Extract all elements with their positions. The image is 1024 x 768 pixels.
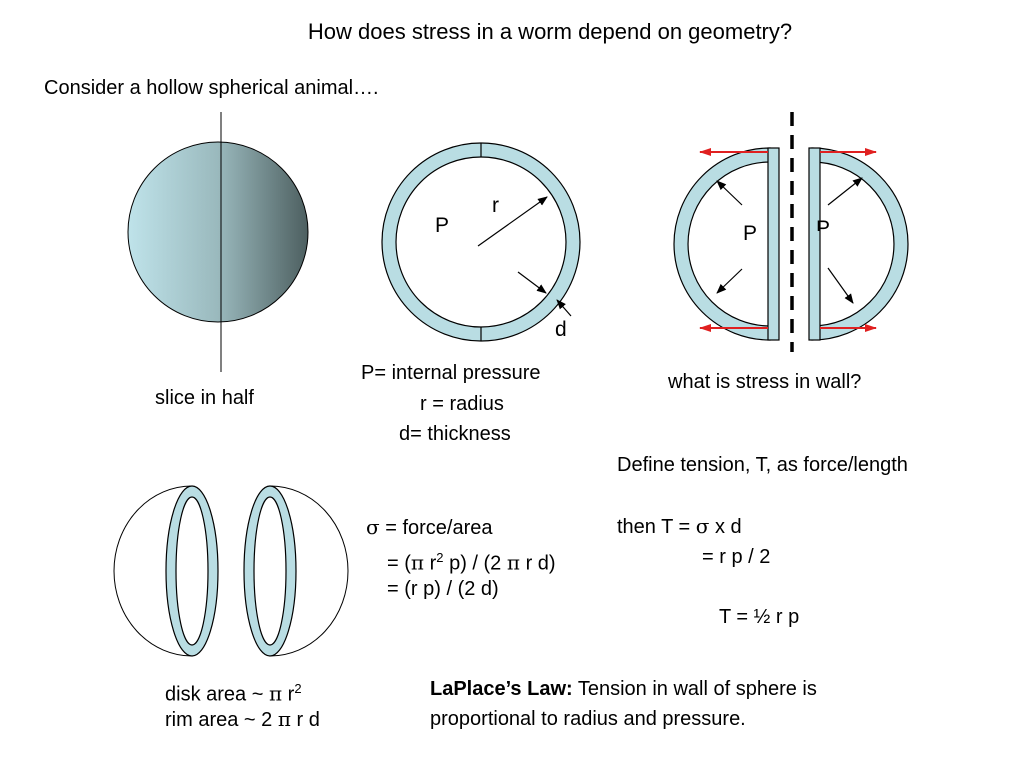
right-half-rim	[808, 147, 821, 341]
pressure-arrow-left-down	[716, 268, 743, 294]
definition-radius: r = radius	[420, 393, 504, 415]
tension-eq-suffix: x d	[709, 516, 742, 538]
thickness-arrow-inner	[517, 271, 547, 294]
left-half-rim	[767, 147, 780, 341]
thickness-arrow-outer	[556, 299, 572, 317]
pressure-arrow-right-down	[827, 267, 854, 304]
left-half-pressure-label: P	[743, 222, 758, 245]
sphere-body	[127, 141, 309, 323]
disk-area-prefix: disk area ~	[165, 683, 269, 706]
laplace-law-text: Tension in wall of sphere is	[572, 678, 817, 700]
laplace-law-line2: proportional to radius and pressure.	[430, 708, 746, 730]
superscript-2: 2	[436, 550, 444, 565]
ring-pressure-label: P	[435, 214, 450, 237]
tension-equation-line1: then T = σ x d	[617, 514, 742, 539]
pi-symbol: π	[410, 550, 425, 575]
rim-area-prefix: rim area ~ 2	[165, 709, 278, 731]
disk-area-text: disk area ~ π r2	[165, 677, 302, 707]
tension-definition: Define tension, T, as force/length	[617, 454, 908, 476]
intro-text: Consider a hollow spherical animal….	[44, 77, 379, 99]
pi-symbol: π	[277, 707, 291, 731]
sphere-caption: slice in half	[155, 387, 254, 409]
stress-equation-line2: = (π r2 p) / (2 π r d)	[387, 546, 556, 576]
sigma-symbol: σ	[366, 515, 380, 539]
solid-sphere	[127, 112, 309, 372]
laplace-law-line1: LaPlace’s Law: Tension in wall of sphere…	[430, 677, 817, 701]
stress-equation-line3: = (r p) / (2 d)	[387, 578, 499, 600]
right-half-shell	[811, 147, 909, 341]
split-halves	[673, 112, 909, 352]
tension-equation-line2: = r p / 2	[702, 546, 771, 568]
stress-eq-text: = force/area	[379, 517, 493, 539]
superscript-2: 2	[294, 681, 302, 696]
pi-symbol: π	[268, 681, 283, 706]
definition-pressure: P= internal pressure	[361, 362, 541, 384]
halves-caption: what is stress in wall?	[668, 371, 862, 393]
disk-halves	[113, 485, 349, 657]
stress-eq-part: r	[424, 552, 437, 575]
sigma-symbol: σ	[695, 514, 710, 538]
stress-eq-part: p) / (2	[443, 552, 507, 575]
pressure-arrow-left-up	[716, 180, 743, 206]
right-half-pressure-label: P	[816, 217, 831, 231]
laplace-law-name: LaPlace’s Law:	[430, 678, 573, 700]
tension-equation-line3: T = ½ r p	[719, 606, 800, 628]
stress-eq-part: = (	[387, 552, 411, 575]
ring-thickness-label: d	[555, 318, 567, 341]
tension-eq-prefix: then T =	[617, 516, 696, 538]
stress-eq-part: r d)	[520, 552, 556, 575]
ring-radius-label: r	[492, 194, 499, 217]
rim-area-suffix: r d	[290, 709, 320, 731]
hollow-ring	[381, 142, 581, 342]
pi-symbol: π	[506, 550, 521, 575]
pressure-arrow-right-up	[827, 177, 863, 206]
ring-wall	[381, 142, 581, 342]
left-disk-rim	[165, 485, 219, 657]
radius-arrow	[477, 196, 548, 247]
rim-area-text: rim area ~ 2 π r d	[165, 707, 320, 732]
definition-thickness: d= thickness	[399, 423, 511, 445]
disk-area-suffix: r	[282, 683, 295, 706]
right-disk-rim	[243, 485, 297, 657]
stress-equation-line1: σ = force/area	[366, 515, 493, 540]
page-title: How does stress in a worm depend on geom…	[307, 19, 793, 44]
